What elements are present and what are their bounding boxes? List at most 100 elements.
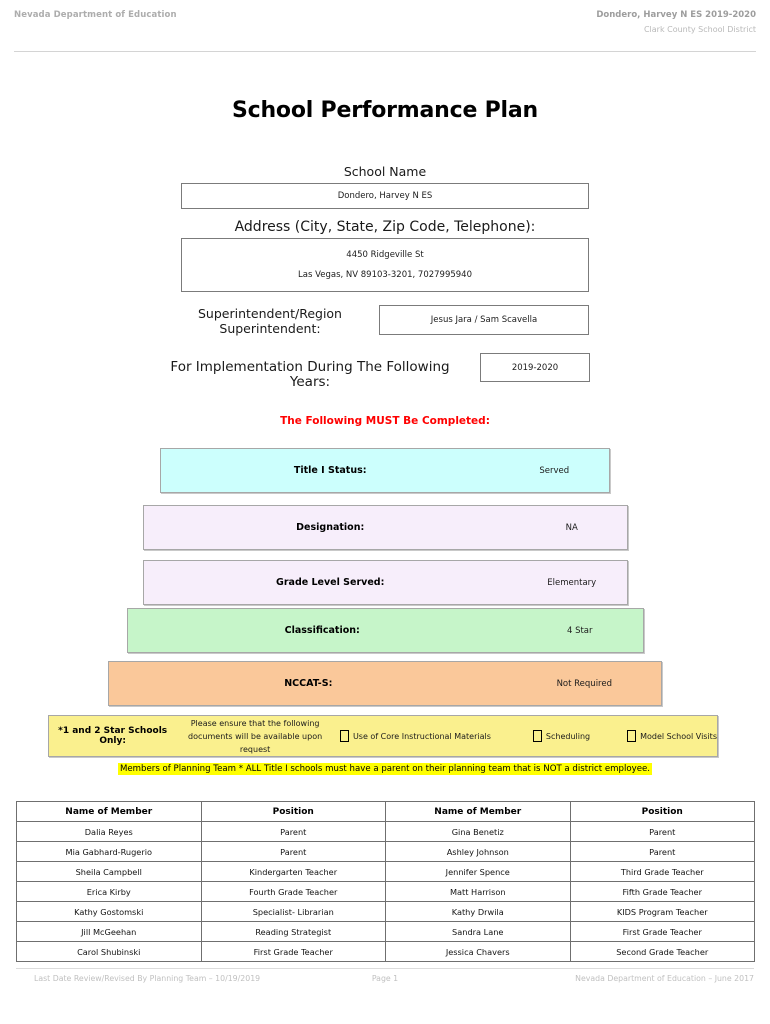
table-cell[interactable]: Fourth Grade Teacher [200,881,386,902]
star-schools-panel: *1 and 2 Star Schools Only: Please ensur… [48,715,718,757]
table-cell[interactable]: Second Grade Teacher [569,941,755,962]
table-cell[interactable]: Sandra Lane [385,921,571,942]
school-name-value: Dondero, Harvey N ES [337,191,433,201]
table-cell[interactable]: Third Grade Teacher [569,861,755,882]
star-schools-note-line-2: documents will be available upon request [188,731,323,754]
header-school-year: Dondero, Harvey N ES 2019-2020 [596,10,756,20]
address-line-2: Las Vegas, NV 89103-3201, 7027995940 [298,270,472,280]
address-line-1: 4450 Ridgeville St [346,250,424,260]
status-bar-designation-value: NA [565,522,578,533]
checkbox-icon[interactable] [532,730,542,742]
table-cell[interactable]: First Grade Teacher [200,941,386,962]
table-cell[interactable]: First Grade Teacher [569,921,755,942]
address-label: Address (City, State, Zip Code, Telephon… [234,219,536,235]
checkbox-icon[interactable] [627,730,637,742]
planning-team-table: Name of Member Position Name of Member P… [16,801,755,962]
status-bar-classification-value: 4 Star [566,625,593,636]
status-bar-classification-label: Classification: [284,625,360,636]
table-cell[interactable]: Ashley Johnson [385,841,571,862]
table-header-row: Name of Member Position Name of Member P… [16,801,755,822]
superintendent-label-line-2: Superintendent: [219,321,321,336]
table-cell[interactable]: Specialist- Librarian [200,901,386,922]
checkbox-model-school-visits[interactable]: Model School Visits [627,730,717,742]
column-header-position-2: Position [569,801,755,822]
table-cell[interactable]: Parent [569,821,755,842]
checkbox-core-instructional-materials[interactable]: Use of Core Instructional Materials [339,730,491,742]
column-header-position-1: Position [200,801,386,822]
status-bar-grade-level-value: Elementary [547,577,597,588]
status-bar-designation[interactable]: Designation: NA [143,505,628,550]
header-agency-name: Nevada Department of Education [14,10,177,20]
school-name-field[interactable]: Dondero, Harvey N ES [181,183,589,209]
required-notice: The Following MUST Be Completed: [280,415,490,427]
table-cell[interactable]: Dalia Reyes [16,821,202,842]
page-title: School Performance Plan [231,98,539,123]
status-bar-grade-level[interactable]: Grade Level Served: Elementary [143,560,628,605]
status-bar-grade-level-label: Grade Level Served: [276,577,385,588]
status-bar-nccat-s-value: Not Required [556,678,612,689]
table-cell[interactable]: Kindergarten Teacher [200,861,386,882]
checkbox-icon[interactable] [339,730,349,742]
table-cell[interactable]: Kathy Drwila [385,901,571,922]
table-cell[interactable]: Reading Strategist [200,921,386,942]
implementation-years-field[interactable]: 2019-2020 [480,353,590,382]
footer-revision-date: Last Date Review/Revised By Planning Tea… [34,974,261,983]
page-footer: Last Date Review/Revised By Planning Tea… [16,974,754,990]
status-bar-designation-label: Designation: [296,522,365,533]
implementation-years-value: 2019-2020 [511,362,559,373]
table-cell[interactable]: Gina Benetiz [385,821,571,842]
header-divider [14,51,756,52]
table-cell[interactable]: KIDS Program Teacher [569,901,755,922]
table-cell[interactable]: Carol Shubinski [16,941,202,962]
table-cell[interactable]: Jessica Chavers [385,941,571,962]
superintendent-label-line-1: Superintendent/Region [198,306,342,321]
star-schools-note: Please ensure that the following documen… [176,717,334,756]
status-bar-title-i-value: Served [539,465,570,476]
table-cell[interactable]: Erica Kirby [16,881,202,902]
table-cell[interactable]: Mia Gabhard-Rugerio [16,841,202,862]
column-header-name-2: Name of Member [385,801,571,822]
table-cell[interactable]: Sheila Campbell [16,861,202,882]
star-schools-note-line-1: Please ensure that the following [190,718,320,728]
superintendent-field[interactable]: Jesus Jara / Sam Scavella [379,305,589,335]
footer-source: Nevada Department of Education – June 20… [575,974,754,983]
planning-team-note: Members of Planning Team * ALL Title I s… [0,763,770,775]
implementation-years-label: For Implementation During The Following … [170,359,450,390]
status-bar-nccat-s[interactable]: NCCAT-S: Not Required [108,661,662,706]
status-bar-classification[interactable]: Classification: 4 Star [127,608,644,653]
column-header-name-1: Name of Member [16,801,202,822]
status-bar-nccat-s-label: NCCAT-S: [284,678,333,689]
table-cell[interactable]: Jill McGeehan [16,921,202,942]
checkbox-scheduling[interactable]: Scheduling [532,730,591,742]
header-district-name: Clark County School District [643,25,756,34]
checkbox-scheduling-label: Scheduling [545,731,591,741]
table-cell[interactable]: Parent [200,841,386,862]
checkbox-core-instructional-materials-label: Use of Core Instructional Materials [352,731,491,741]
superintendent-label: Superintendent/Region Superintendent: [170,306,370,336]
status-bar-title-i-label: Title I Status: [293,465,367,476]
table-cell[interactable]: Fifth Grade Teacher [569,881,755,902]
superintendent-value: Jesus Jara / Sam Scavella [430,315,538,325]
table-cell[interactable]: Kathy Gostomski [16,901,202,922]
star-schools-title: *1 and 2 Star Schools Only: [58,726,168,746]
school-name-label: School Name [343,164,427,179]
page-header: Nevada Department of Education Dondero, … [14,10,756,50]
table-cell[interactable]: Parent [200,821,386,842]
footer-page-number: Page 1 [371,974,399,983]
checkbox-model-school-visits-label: Model School Visits [640,731,717,741]
footer-divider [16,968,754,969]
table-cell[interactable]: Matt Harrison [385,881,571,902]
planning-team-note-text: Members of Planning Team * ALL Title I s… [117,763,653,775]
status-bar-title-i[interactable]: Title I Status: Served [160,448,610,493]
table-cell[interactable]: Jennifer Spence [385,861,571,882]
address-field[interactable]: 4450 Ridgeville St Las Vegas, NV 89103-3… [181,238,589,292]
table-cell[interactable]: Parent [569,841,755,862]
